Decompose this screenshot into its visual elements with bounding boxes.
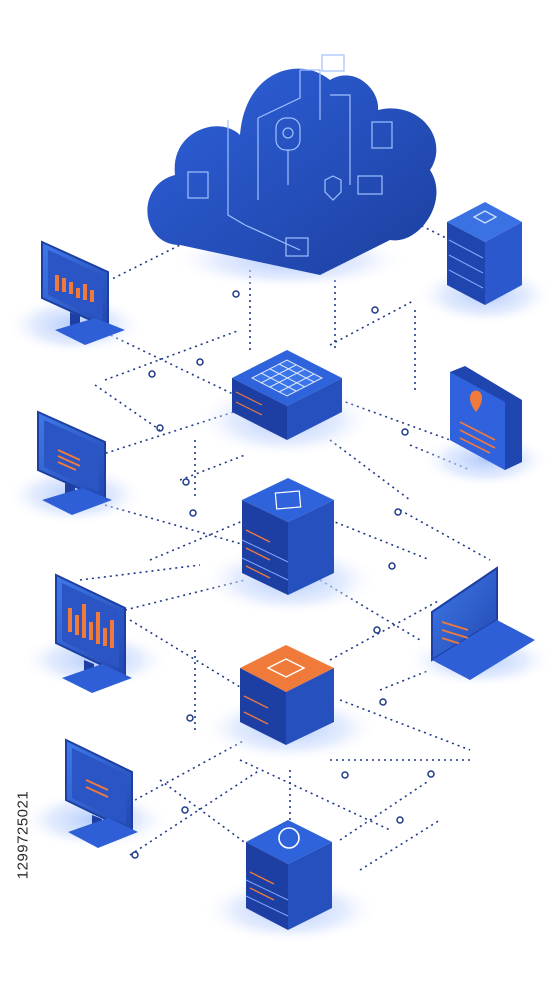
stock-image-id: 1299725021 bbox=[6, 755, 40, 915]
orange-chip-server-icon bbox=[200, 645, 380, 762]
shield-server-icon bbox=[200, 820, 380, 944]
bar-chart-monitor-icon bbox=[5, 240, 145, 355]
bar-chart-monitor-icon bbox=[20, 573, 170, 693]
location-pin-phone-icon bbox=[420, 366, 550, 488]
connector-nodes bbox=[131, 290, 435, 859]
server-rack-icon bbox=[415, 202, 555, 325]
folder-server-icon bbox=[200, 478, 380, 616]
document-monitor-icon bbox=[20, 738, 170, 850]
grid-server-icon bbox=[195, 350, 375, 458]
stock-image-id-text: 1299725021 bbox=[14, 790, 32, 880]
document-monitor-icon bbox=[5, 410, 145, 525]
laptop-icon bbox=[405, 566, 555, 688]
cloud-icon bbox=[147, 54, 437, 290]
